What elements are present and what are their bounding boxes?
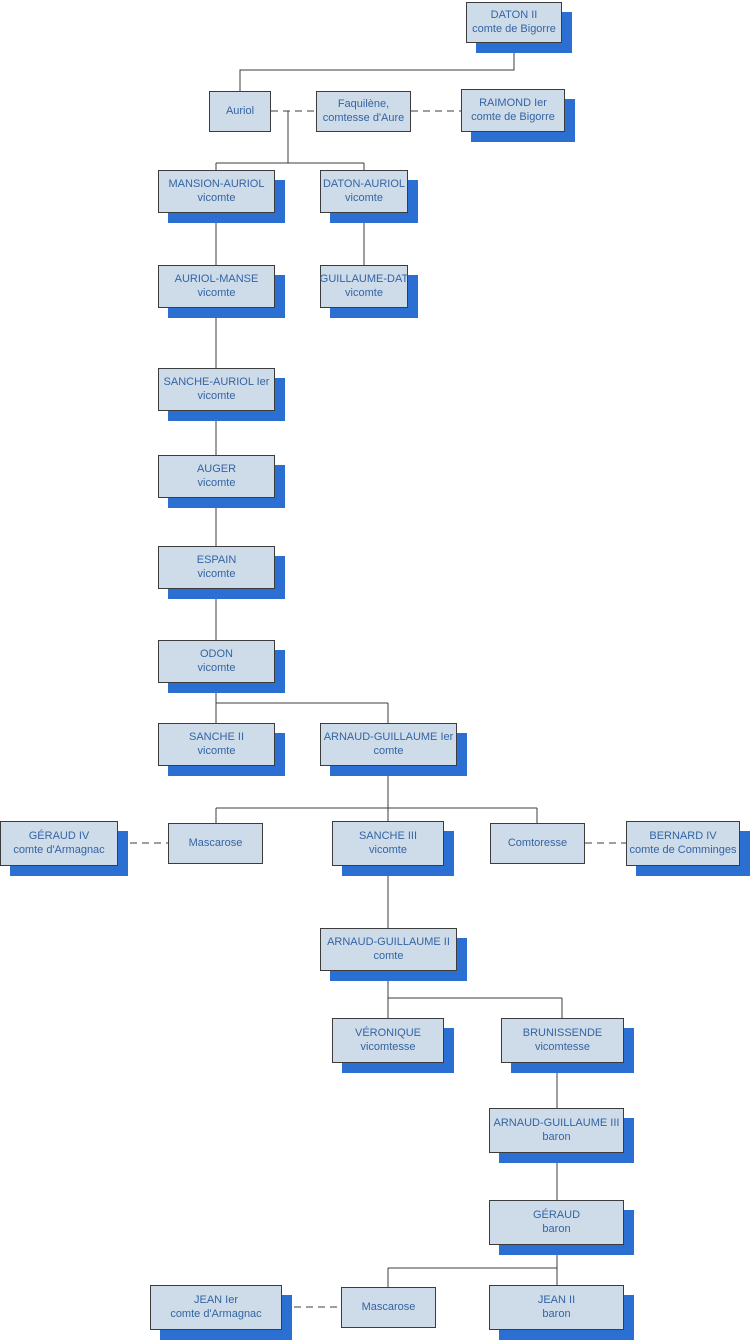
- node-name: JEAN Ier: [193, 1294, 238, 1306]
- node-name: BRUNISSENDE: [522, 1027, 603, 1039]
- node-title: vicomte: [345, 286, 383, 299]
- node-title: baron: [542, 1307, 571, 1320]
- node-name: SANCHE III: [358, 830, 418, 842]
- node-name: Mascarose: [188, 836, 243, 849]
- node-title: comte de Bigorre: [472, 22, 556, 35]
- node-name: SANCHE-AURIOL Ier: [163, 376, 270, 388]
- node-name: ESPAIN: [196, 554, 237, 566]
- node-title: vicomte: [345, 191, 383, 204]
- node-title: vicomte: [197, 191, 236, 204]
- node-name: Faquilène,: [337, 98, 390, 110]
- node-title: baron: [542, 1222, 571, 1235]
- node-comtor[interactable]: Comtoresse: [490, 823, 585, 864]
- node-title: vicomte: [197, 744, 236, 757]
- node-title: vicomte: [197, 286, 236, 299]
- edge-daton2-auriol: [239, 43, 515, 91]
- node-name: ARNAUD-GUILLAUME Ier: [323, 731, 454, 743]
- node-name: ARNAUD-GUILLAUME II: [327, 936, 450, 948]
- node-name: GÉRAUD IV: [28, 830, 90, 842]
- node-name: Mascarose: [361, 1300, 416, 1313]
- node-title: vicomte: [197, 389, 236, 402]
- node-title: vicomte: [197, 567, 236, 580]
- node-faquil[interactable]: Faquilène,comtesse d'Aure: [316, 91, 411, 132]
- node-title: comtesse d'Aure: [322, 111, 405, 124]
- node-auriol[interactable]: Auriol: [209, 91, 271, 132]
- node-title: vicomte: [369, 843, 407, 856]
- node-title: vicomtesse: [534, 1040, 591, 1053]
- node-title: comte d'Armagnac: [170, 1307, 262, 1320]
- node-name: Auriol: [225, 104, 255, 117]
- node-name: JEAN II: [537, 1294, 576, 1306]
- node-title: comte: [373, 949, 404, 962]
- node-name: AURIOL-MANSE: [174, 273, 259, 285]
- node-masc2[interactable]: Mascarose: [341, 1287, 436, 1328]
- node-name: GÉRAUD: [532, 1209, 581, 1221]
- node-name: MANSION-AURIOL: [168, 178, 265, 190]
- node-title: baron: [542, 1130, 571, 1143]
- node-title: vicomte: [197, 476, 236, 489]
- node-masc1[interactable]: Mascarose: [168, 823, 263, 864]
- node-name: ODON: [200, 648, 233, 660]
- node-name: ARNAUD-GUILLAUME III: [493, 1117, 620, 1129]
- node-name: BERNARD IV: [649, 830, 717, 842]
- node-name: GUILLAUME-DAT: [319, 273, 409, 285]
- node-name: DATON II: [490, 9, 538, 21]
- node-name: RAIMOND Ier: [479, 97, 547, 109]
- node-name: DATON-AURIOL: [322, 178, 406, 190]
- node-name: Comtoresse: [507, 836, 568, 849]
- node-name: VÉRONIQUE: [354, 1027, 421, 1039]
- node-title: comte de Bigorre: [471, 110, 555, 123]
- node-title: vicomte: [197, 661, 236, 674]
- node-title: vicomtesse: [360, 1040, 416, 1053]
- node-name: AUGER: [196, 463, 237, 475]
- node-title: comte d'Armagnac: [13, 843, 105, 856]
- node-title: comte de Comminges: [629, 843, 737, 856]
- node-title: comte: [373, 744, 404, 757]
- node-name: SANCHE II: [188, 731, 244, 743]
